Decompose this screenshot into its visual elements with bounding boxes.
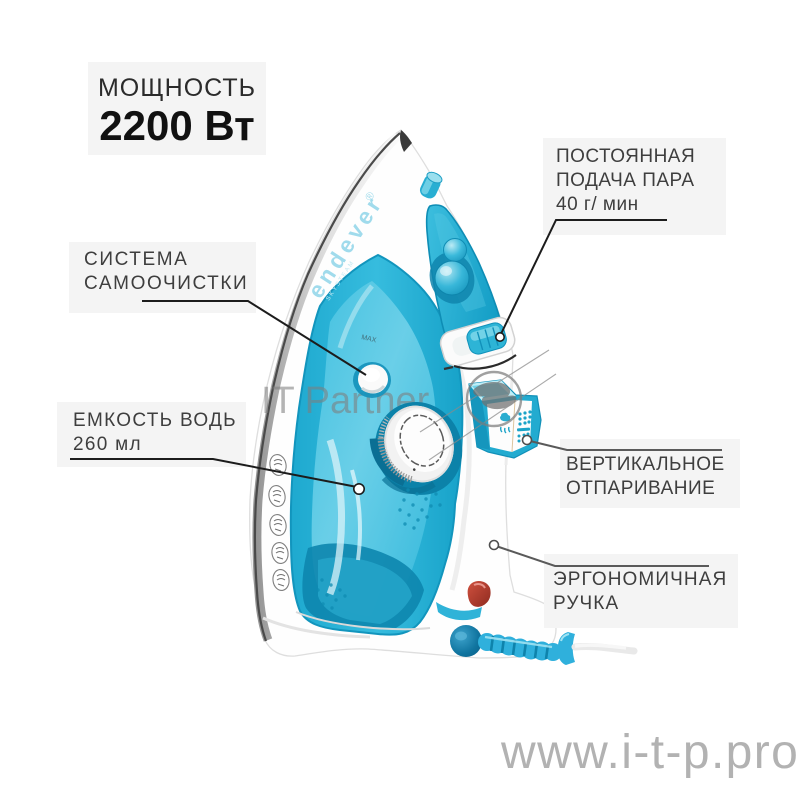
svg-text:MAX: MAX <box>361 334 378 344</box>
svg-text:endever: endever <box>302 190 388 303</box>
